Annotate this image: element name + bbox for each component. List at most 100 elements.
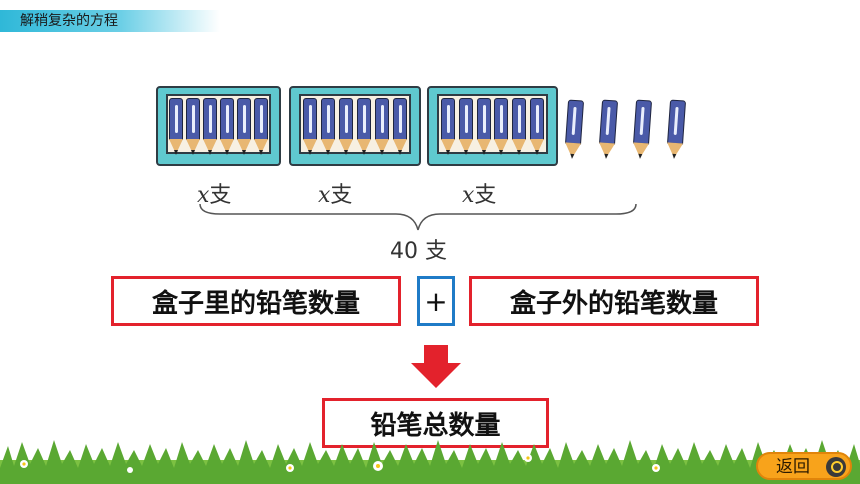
pencil-lead xyxy=(224,150,229,155)
pencil-body xyxy=(303,98,317,140)
header-bar: 解稍复杂的方程 xyxy=(0,10,220,32)
pencil-body xyxy=(476,98,491,140)
pencil-box-1 xyxy=(156,86,281,166)
pencil-lead xyxy=(344,150,348,155)
plus-sign: + xyxy=(417,276,455,326)
pencil-lead xyxy=(174,150,179,155)
pencil-icon xyxy=(494,98,509,156)
pencil-body xyxy=(219,98,234,140)
pencil-body xyxy=(458,98,473,140)
pencil-body xyxy=(253,98,268,140)
box-label-1: x支 xyxy=(197,177,231,209)
pencil-tip xyxy=(303,139,317,154)
pencil-icon xyxy=(169,98,184,156)
total-label: 40 支 xyxy=(390,239,447,264)
pencil-tip xyxy=(203,139,218,154)
pencil-lead xyxy=(191,150,196,155)
pencil-lead xyxy=(481,150,486,155)
loose-pencil-1 xyxy=(564,99,585,161)
pencil-body xyxy=(565,99,585,145)
pencil-tip xyxy=(169,139,184,154)
variable-x: x xyxy=(197,183,210,208)
total-pencils-box: 铅笔总数量 xyxy=(322,398,549,448)
pencil-icon xyxy=(219,98,234,156)
pencil-lead xyxy=(326,150,330,155)
pencil-tip xyxy=(458,139,473,154)
pencil-lead xyxy=(499,150,504,155)
box-interior xyxy=(166,94,271,156)
pencil-icon xyxy=(476,98,491,156)
pencil-tip xyxy=(321,139,335,154)
down-arrow-icon xyxy=(411,345,461,388)
pencil-body xyxy=(357,98,371,140)
unit-label: 支 xyxy=(209,183,232,208)
back-button[interactable]: 返回 xyxy=(756,452,852,480)
pencil-tip xyxy=(512,139,527,154)
variable-x: x xyxy=(318,183,331,208)
pencil-lead xyxy=(463,150,468,155)
pencil-lead xyxy=(517,150,522,155)
loose-pencil-3 xyxy=(632,99,653,161)
pencil-tip xyxy=(253,139,268,154)
pencil-icon xyxy=(203,98,218,156)
pencil-lead xyxy=(535,150,540,155)
pencil-tip xyxy=(494,139,509,154)
pencil-icon xyxy=(236,98,251,156)
pencil-tip xyxy=(375,139,389,154)
pencil-icon xyxy=(321,98,335,156)
pencil-body xyxy=(186,98,201,140)
pencil-icon xyxy=(564,99,585,161)
grass-decoration xyxy=(0,440,860,484)
pencil-body xyxy=(375,98,389,140)
box-interior xyxy=(299,94,411,156)
loose-pencil-4 xyxy=(666,99,687,161)
outside-box-count: 盒子外的铅笔数量 xyxy=(469,276,759,326)
pencil-body xyxy=(633,99,653,145)
pencil-body xyxy=(440,98,455,140)
pencil-icon xyxy=(440,98,455,156)
pencil-icon xyxy=(458,98,473,156)
loose-pencil-2 xyxy=(598,99,619,161)
pencil-lead xyxy=(380,150,384,155)
pencil-lead xyxy=(362,150,366,155)
pencil-icon xyxy=(598,99,619,161)
unit-label: 支 xyxy=(474,183,497,208)
pencil-tip xyxy=(186,139,201,154)
pencil-body xyxy=(667,99,687,145)
pencil-body xyxy=(393,98,407,140)
pencil-lead xyxy=(569,153,575,160)
pencil-lead xyxy=(637,153,643,160)
pencil-body xyxy=(599,99,619,145)
box-interior xyxy=(437,94,548,156)
pencil-icon xyxy=(512,98,527,156)
pencil-body xyxy=(203,98,218,140)
pencil-tip xyxy=(357,139,371,154)
pencil-icon xyxy=(303,98,317,156)
pencil-lead xyxy=(258,150,263,155)
pencil-icon xyxy=(186,98,201,156)
pencil-body xyxy=(169,98,184,140)
page-title: 解稍复杂的方程 xyxy=(20,13,118,29)
pencil-tip xyxy=(393,139,407,154)
pencil-lead xyxy=(445,150,450,155)
pencil-icon xyxy=(375,98,389,156)
pencil-icon xyxy=(253,98,268,156)
pencil-body xyxy=(530,98,545,140)
curly-brace xyxy=(199,203,637,231)
pencil-lead xyxy=(208,150,213,155)
pencil-icon xyxy=(666,99,687,161)
pencil-lead xyxy=(671,153,677,160)
pencil-icon xyxy=(393,98,407,156)
box-label-3: x支 xyxy=(462,177,496,209)
pencil-tip xyxy=(236,139,251,154)
pencil-tip xyxy=(440,139,455,154)
pencil-body xyxy=(321,98,335,140)
q-icon xyxy=(826,457,846,477)
pencil-tip xyxy=(339,139,353,154)
pencil-lead xyxy=(603,153,609,160)
pencil-icon xyxy=(339,98,353,156)
pencil-icon xyxy=(357,98,371,156)
pencil-icon xyxy=(530,98,545,156)
pencil-body xyxy=(236,98,251,140)
pencil-lead xyxy=(398,150,402,155)
